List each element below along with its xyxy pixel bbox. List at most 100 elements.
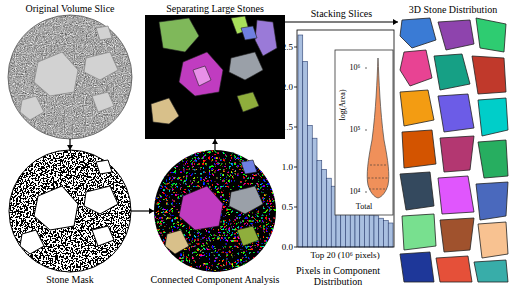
panel-caption: Pixels in Component Distribution <box>280 265 396 287</box>
panel-caption: Original Volume Slice <box>25 3 114 14</box>
large-stones-part-part <box>159 18 199 52</box>
component-map-part-part <box>237 226 259 246</box>
flow-arrow <box>67 139 73 150</box>
histogram-part-part <box>294 87 297 88</box>
panel-caption: Stone Mask <box>46 274 94 285</box>
histogram-part-part <box>388 223 393 247</box>
image-panel: Stone Mask <box>9 150 131 272</box>
stone-volume-part-part <box>478 140 508 178</box>
histogram-part <box>335 50 393 215</box>
stone-mask-part-part <box>20 230 44 254</box>
stone-volume-part-part <box>440 218 474 252</box>
tick-label: 10⁶ <box>350 64 361 72</box>
axis-title: Top 20 (10⁶ pixels) <box>310 251 379 260</box>
ct-slice-part <box>8 15 132 139</box>
component-map-part-part <box>154 150 276 272</box>
large-stones-part-part <box>229 52 263 80</box>
component-map-part-part <box>229 186 263 214</box>
histogram-part-part <box>294 207 297 208</box>
histogram-part <box>298 35 393 247</box>
histogram-part <box>297 30 394 247</box>
histogram-part-part <box>303 61 308 247</box>
tick-label: 10⁵ <box>350 126 361 134</box>
ct-slice <box>8 15 132 139</box>
stone-volume-part-part <box>476 182 508 220</box>
histogram-part <box>368 165 389 189</box>
stone-volume-part <box>400 18 508 282</box>
histogram-part-part <box>365 213 370 247</box>
component-map-part <box>165 160 263 254</box>
stone-mask-part-part <box>84 186 118 214</box>
component-map-part-part <box>165 230 189 254</box>
histogram-part-part <box>298 35 303 247</box>
component-map-part <box>154 150 276 272</box>
tick-label: 1.5 <box>282 123 293 132</box>
large-stones-part-part <box>179 52 223 96</box>
ct-slice-part <box>8 15 132 139</box>
image-panel: 3D Stone Distribution <box>398 16 508 284</box>
panel-caption: Separating Large Stones <box>166 3 264 14</box>
histogram-part-part <box>370 165 386 166</box>
histogram-part-part <box>369 189 387 190</box>
stone-volume <box>398 16 508 284</box>
stone-volume-part-part <box>400 90 434 126</box>
histogram-part-part <box>308 125 313 247</box>
component-map-part-part <box>179 186 223 230</box>
image-panel: Separating Large Stones <box>145 15 285 139</box>
stone-volume-part-part <box>440 136 474 172</box>
large-stones-part-part <box>193 66 211 86</box>
histogram-part-part <box>312 138 317 247</box>
stone-volume-part-part <box>438 94 474 132</box>
ct-slice-part <box>20 26 118 120</box>
histogram-part-part <box>365 68 367 69</box>
stone-volume-part-part <box>402 214 436 250</box>
large-stones-part-part <box>151 98 179 124</box>
arrow-head <box>393 19 398 25</box>
ct-slice-part-part <box>92 92 114 112</box>
histogram-part-part <box>294 247 297 248</box>
arrow-line <box>285 21 398 22</box>
histogram-part-part <box>365 130 367 131</box>
tick-label: 10⁴ <box>350 188 361 196</box>
stone-volume-part-part <box>400 172 434 210</box>
ct-slice-part-part <box>8 15 132 139</box>
component-map <box>154 150 276 272</box>
ct-slice-part-part <box>84 52 118 80</box>
histogram-part-part <box>327 178 332 247</box>
arrow-head <box>149 208 154 214</box>
histogram-part-part <box>365 192 367 193</box>
tick-label: 0.5 <box>282 203 293 212</box>
axis-title: log(Area) <box>339 89 347 120</box>
histogram-part-part <box>369 215 374 247</box>
stone-mask <box>9 150 131 272</box>
image-panel: Original Volume Slice <box>8 15 132 139</box>
stone-mask-part-part <box>34 186 78 230</box>
large-stones <box>145 15 285 139</box>
component-map-part-part <box>241 160 257 174</box>
stone-volume-part-part <box>474 260 508 282</box>
stone-volume-part-part <box>438 20 474 50</box>
histogram-part-part <box>294 127 297 128</box>
stone-volume-part-part <box>400 50 432 86</box>
ct-slice-part-part <box>96 26 112 40</box>
stone-mask-part-part <box>9 150 131 272</box>
histogram-part-part <box>294 47 297 48</box>
stone-mask-part <box>9 150 131 272</box>
tick-label: 1.0 <box>282 163 293 172</box>
histogram-part-part <box>379 218 384 247</box>
stone-volume-part-part <box>478 98 508 136</box>
histogram-part-part <box>360 210 365 247</box>
tick-label: 2.5 <box>282 43 293 52</box>
stone-volume-part <box>398 16 508 284</box>
stone-mask-part <box>9 150 131 272</box>
stone-volume-part-part <box>434 54 470 90</box>
flow-arrow <box>285 19 398 25</box>
flow-arrow <box>131 208 154 214</box>
stone-mask-part <box>20 160 118 254</box>
stone-mask-part-part <box>96 160 112 174</box>
large-stones-part-part <box>237 92 259 112</box>
stone-volume-part-part <box>400 18 436 48</box>
histogram <box>294 30 394 247</box>
